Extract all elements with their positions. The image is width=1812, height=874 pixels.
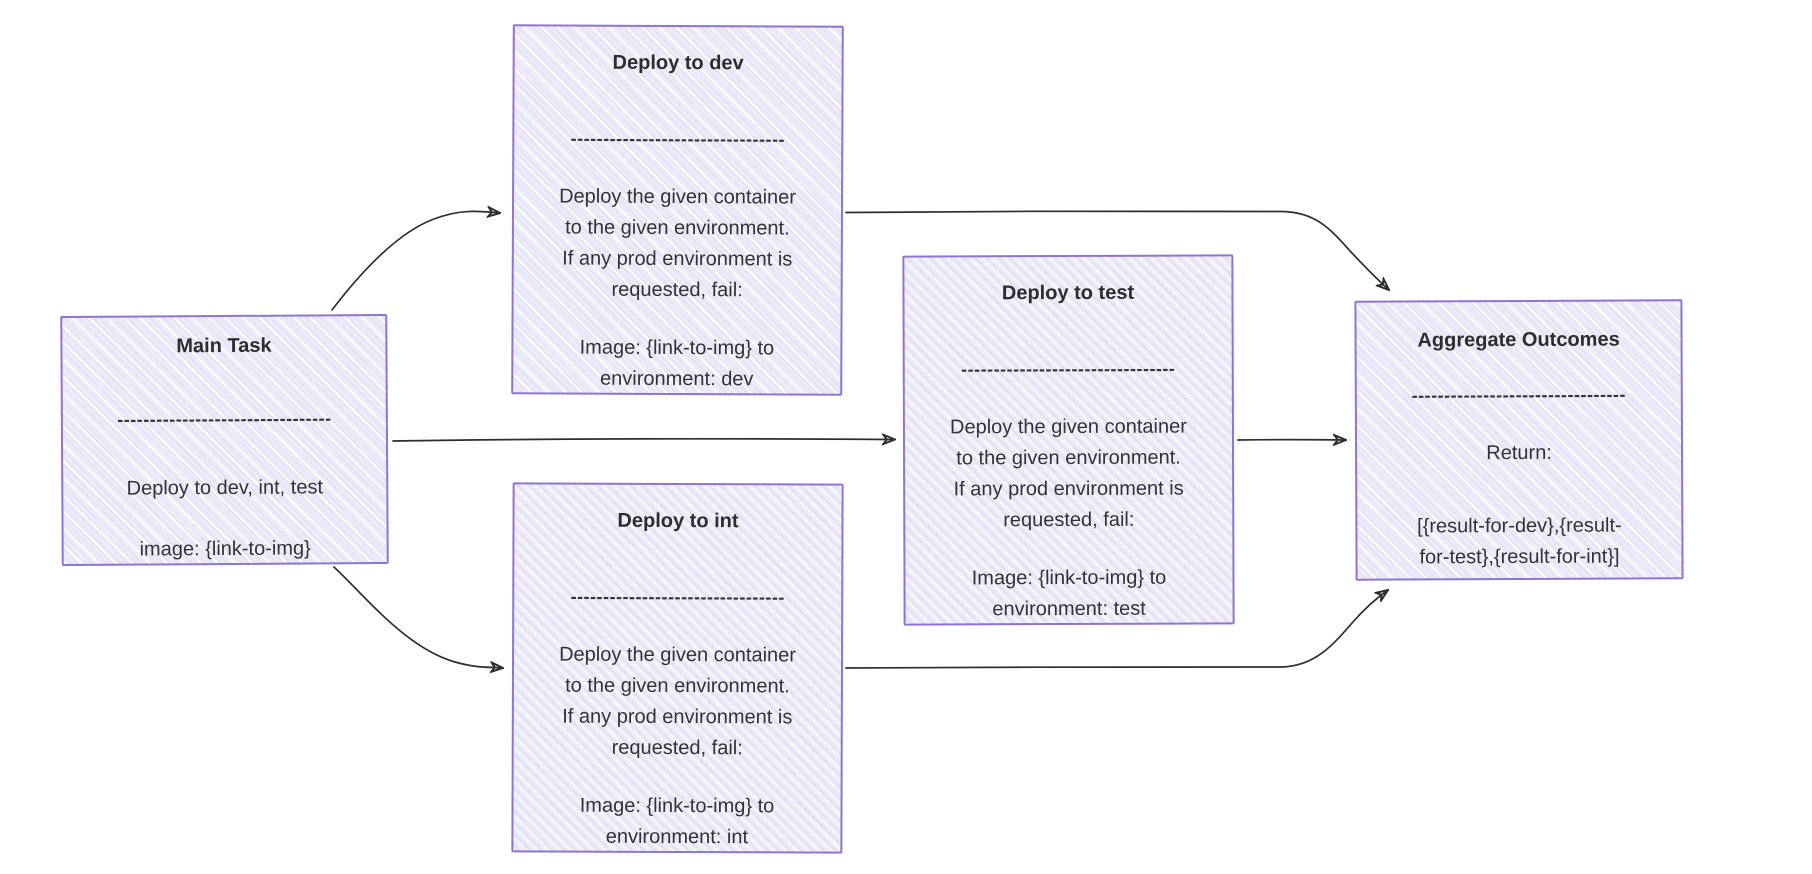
node-divider: --------------------------------- xyxy=(570,586,785,608)
node-body: Deploy the given container to the given … xyxy=(559,643,796,760)
node-title: Main Task xyxy=(176,334,272,358)
node-deploy-to-int: Deploy to int --------------------------… xyxy=(511,482,844,854)
node-divider: --------------------------------- xyxy=(117,408,332,430)
node-title: Deploy to dev xyxy=(612,51,744,75)
node-aggregate-outcomes: Aggregate Outcomes ---------------------… xyxy=(1354,299,1684,581)
node-footer: Image: {link-to-img} to environment: tes… xyxy=(971,566,1167,621)
node-footer: Image: {link-to-img} to environment: dev xyxy=(579,336,775,391)
node-deploy-to-dev: Deploy to dev --------------------------… xyxy=(511,24,844,396)
node-deploy-to-test: Deploy to test -------------------------… xyxy=(902,254,1235,626)
node-main-task: Main Task ------------------------------… xyxy=(60,314,389,566)
node-body: Deploy the given container to the given … xyxy=(949,415,1187,532)
node-footer: Image: {link-to-img} to environment: int xyxy=(579,794,775,849)
node-footer: [{result-for-dev},{result- for-test},{re… xyxy=(1417,514,1622,569)
edge-main-to-test xyxy=(392,439,895,441)
node-divider: --------------------------------- xyxy=(961,358,1176,380)
node-divider: --------------------------------- xyxy=(570,128,786,150)
node-title: Deploy to test xyxy=(1001,281,1135,305)
node-body: Return: xyxy=(1486,441,1552,465)
node-footer: image: {link-to-img} xyxy=(139,537,311,561)
edge-main-to-dev xyxy=(331,211,500,311)
edge-main-to-int xyxy=(333,566,503,668)
node-body: Deploy the given container to the given … xyxy=(559,185,797,302)
node-body: Deploy to dev, int, test xyxy=(126,476,324,500)
node-divider: --------------------------------- xyxy=(1411,384,1627,406)
node-title: Deploy to int xyxy=(617,509,739,533)
node-title: Aggregate Outcomes xyxy=(1417,328,1620,352)
